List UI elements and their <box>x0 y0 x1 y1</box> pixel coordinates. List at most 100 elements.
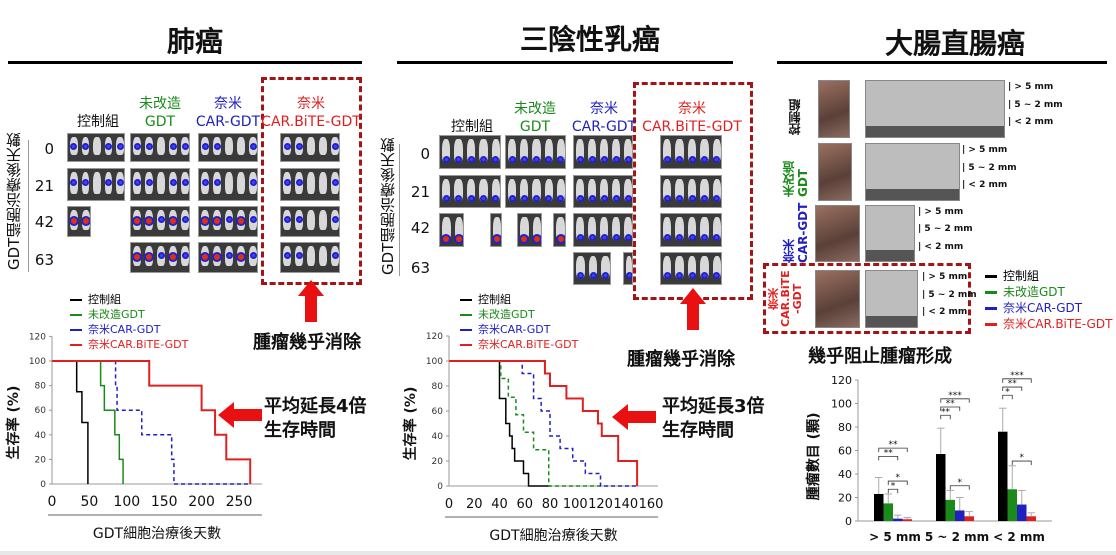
tumor-signal <box>600 156 608 163</box>
legend-label: 未改造GDT <box>478 308 535 321</box>
annotation-line: 平均延長3倍 <box>662 396 765 417</box>
tumor-signal <box>688 156 696 163</box>
annotation-line: 生存時間 <box>264 420 336 441</box>
mouse <box>556 179 565 201</box>
survival-curve-奈米CAR-GDT <box>52 360 251 485</box>
tumor-signal <box>168 252 178 263</box>
tumor-signal <box>295 178 303 186</box>
legend-label: 奈米CAR.BiTE-GDT <box>478 338 579 351</box>
mouse <box>491 139 500 162</box>
mouse <box>225 137 233 155</box>
mouse <box>544 139 553 162</box>
x-tick-label: 60 <box>516 497 533 512</box>
tumor-signal <box>331 216 339 224</box>
significance-bracket <box>940 398 970 403</box>
mouse <box>576 139 584 162</box>
mouse <box>442 217 451 240</box>
tumor-ruler-photo <box>865 270 918 328</box>
survival-curve-奈米CAR.BiTE-GDT <box>449 360 639 486</box>
tumor-ruler-photo <box>865 143 960 201</box>
legend-label: 奈米CAR-GDT <box>478 323 551 336</box>
significance-label: ** <box>1008 379 1018 389</box>
mouse <box>466 139 476 162</box>
legend-label: 奈米CAR-GDT <box>1003 301 1083 315</box>
x-tick-label: 160 <box>639 497 664 512</box>
bioluminescence-image <box>660 213 722 247</box>
significance-label: ** <box>941 407 951 417</box>
mouse <box>687 256 697 278</box>
tumor-signal <box>612 195 620 202</box>
legend-label: 奈米CAR.BiTE-GDT <box>88 338 189 351</box>
tumor-signal <box>479 195 487 202</box>
bioluminescence-image <box>280 168 340 201</box>
y-axis-label: 生存率 (%) <box>402 387 419 461</box>
mouse <box>712 139 721 162</box>
bioluminescence-image <box>439 135 501 169</box>
legend-swatch <box>70 314 82 316</box>
tumor-signal <box>81 142 89 150</box>
bar-控制組 <box>998 431 1008 521</box>
mouse <box>93 172 101 194</box>
mouse <box>663 139 672 162</box>
up-arrow-icon <box>298 280 324 322</box>
tumor-signal <box>331 142 339 150</box>
tumor-signal <box>700 156 708 163</box>
mouse <box>556 139 565 162</box>
y-tick-label: 120 <box>29 332 46 342</box>
tumor-signal <box>557 156 565 163</box>
tumor-signal <box>531 234 541 244</box>
y-tick-label: 60 <box>35 406 47 416</box>
tumor-signal <box>169 178 177 186</box>
mouse <box>675 179 684 201</box>
bioluminescence-image <box>439 213 464 247</box>
bar-奈米CAR.BiTE-GDT <box>1026 516 1036 521</box>
bioluminescence-image <box>280 133 340 162</box>
survival-curve-控制組 <box>52 360 89 484</box>
tumor-signal <box>236 252 246 263</box>
mouse <box>532 217 541 240</box>
tumor-signal <box>576 195 584 202</box>
legend-label: 奈米CAR-GDT <box>88 323 161 336</box>
mouse <box>520 139 529 162</box>
tumor-signal <box>676 195 684 202</box>
row-label-day: 42 <box>34 213 54 231</box>
tumor-signal <box>283 252 291 260</box>
annotation-line: 生存時間 <box>662 420 734 441</box>
tumor-signal <box>133 142 141 150</box>
mouse <box>675 256 684 278</box>
column-label: 奈米 <box>213 96 242 112</box>
mouse <box>319 137 327 155</box>
size-label: | > 5 mm <box>962 145 1008 155</box>
y-tick-label: 80 <box>432 382 444 392</box>
mouse <box>532 179 541 201</box>
tumor-signal <box>283 216 291 224</box>
mouse <box>93 137 101 155</box>
significance-bracket <box>1002 394 1013 400</box>
mouse <box>600 217 608 240</box>
colon-photo <box>818 143 852 201</box>
mouse <box>612 139 620 162</box>
x-tick-label: 5 ~ 2 mm <box>925 530 989 544</box>
mouse <box>700 139 709 162</box>
mouse <box>600 139 608 162</box>
mouse <box>307 172 315 194</box>
chart-legend: 控制組 未改造GDT 奈米CAR-GDT 奈米CAR.BiTE-GDT <box>70 292 188 352</box>
mouse <box>157 172 165 194</box>
legend-label: 未改造GDT <box>1003 285 1065 299</box>
x-tick-label: 80 <box>542 497 559 512</box>
size-label: | 5 ~ 2 mm <box>918 224 973 235</box>
colon-photo <box>818 80 850 138</box>
bar-奈米CAR.BiTE-GDT <box>902 519 912 521</box>
tumor-signal <box>157 252 165 260</box>
bioluminescence-image <box>573 135 633 169</box>
column-label: 未改造 <box>514 101 556 117</box>
significance-label: * <box>1005 387 1010 397</box>
bioluminescence-image <box>439 175 501 208</box>
tumor-signal <box>676 272 684 279</box>
tumor-signal <box>624 234 632 241</box>
tumor-signal <box>479 156 487 163</box>
left-arrow-icon <box>612 404 656 430</box>
bioluminescence-image <box>553 213 566 247</box>
tumor-signal <box>713 156 721 163</box>
bioluminescence-image <box>67 168 125 201</box>
